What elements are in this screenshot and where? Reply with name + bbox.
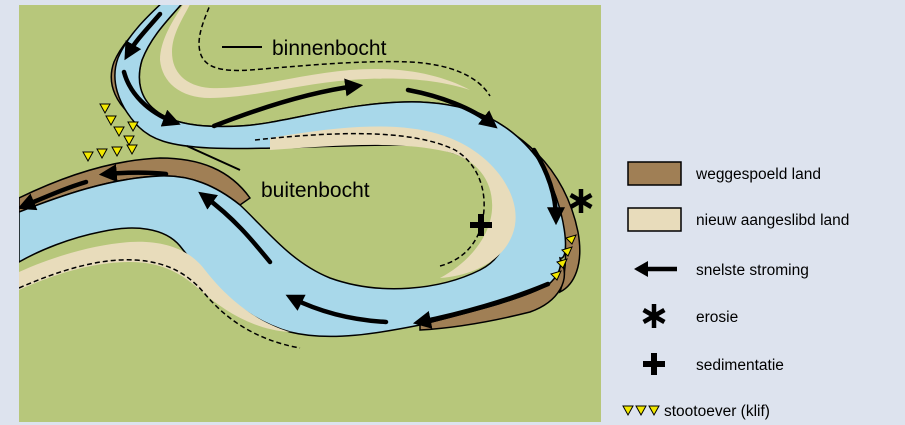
- inner-bend-label: binnenbocht: [272, 37, 387, 60]
- current-arrow: [98, 164, 169, 183]
- beige-swatch: [627, 207, 682, 232]
- current-arrow: [19, 179, 89, 211]
- deposited-land-upper: [160, 5, 470, 98]
- brown-swatch: [627, 161, 682, 186]
- legend-label-erosion: erosie: [696, 309, 738, 326]
- current-arrow: [124, 11, 163, 61]
- current-arrow: [405, 87, 498, 129]
- inner-bend-boundary-middle: [254, 132, 485, 267]
- yellow-triangles-icon: [622, 405, 660, 417]
- legend-plus-icon: [643, 353, 665, 375]
- legend-label-cliff: stootoever (klif): [664, 403, 770, 420]
- plus-icon: [470, 214, 492, 236]
- outer-bend-label: buitenbocht: [261, 179, 370, 202]
- current-arrow: [121, 69, 181, 127]
- deposited-land-lower: [19, 241, 290, 332]
- legend-label-current: snelste stroming: [696, 262, 809, 279]
- current-arrow: [285, 294, 389, 325]
- current-arrow: [198, 191, 273, 265]
- cliff-markers: [82, 103, 577, 281]
- current-arrow: [412, 281, 551, 329]
- river-map: [19, 5, 593, 349]
- current-arrow: [211, 78, 364, 129]
- legend-label-sedimentation: sedimentatie: [696, 357, 784, 374]
- current-arrow: [531, 147, 565, 226]
- legend-asterisk-icon: [642, 304, 666, 328]
- fastest-current-arrows: [19, 11, 565, 329]
- outer-bend-leader: [186, 145, 241, 171]
- deposited-land-middle: [270, 126, 516, 278]
- asterisk-icon: [569, 189, 593, 213]
- legend: weggespoeld land nieuw aangeslibd land s…: [622, 161, 849, 420]
- legend-label-deposited: nieuw aangeslibd land: [696, 212, 849, 229]
- inner-bend-boundary-lower: [19, 259, 301, 349]
- arrow-left-icon: [634, 261, 677, 277]
- legend-label-eroded: weggespoeld land: [695, 166, 821, 183]
- inner-bend-boundary-upper: [198, 5, 491, 97]
- river-water: [19, 5, 567, 338]
